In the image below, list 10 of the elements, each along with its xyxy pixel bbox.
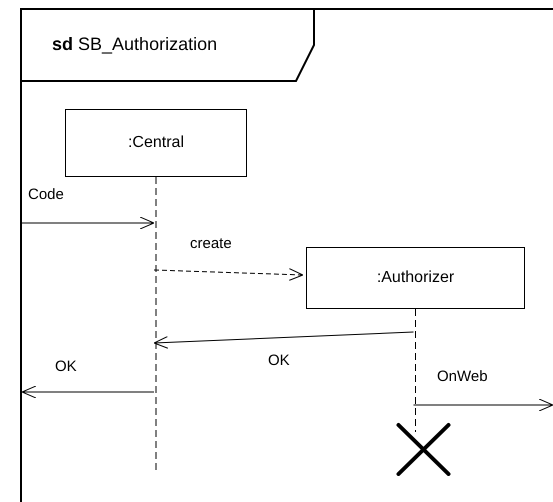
lifeline (306, 247, 525, 476)
lifeline-name: :Authorizer (376, 269, 454, 287)
message-arrow (22, 386, 154, 398)
message-arrow (22, 216, 154, 230)
diagram-frame (20, 8, 553, 502)
frame-title: sd SB_Authorization (52, 34, 218, 55)
message-arrow (413, 398, 553, 412)
lifeline-name: :Central (128, 134, 184, 152)
message-arrow (154, 332, 414, 349)
message-arrow (154, 268, 304, 282)
